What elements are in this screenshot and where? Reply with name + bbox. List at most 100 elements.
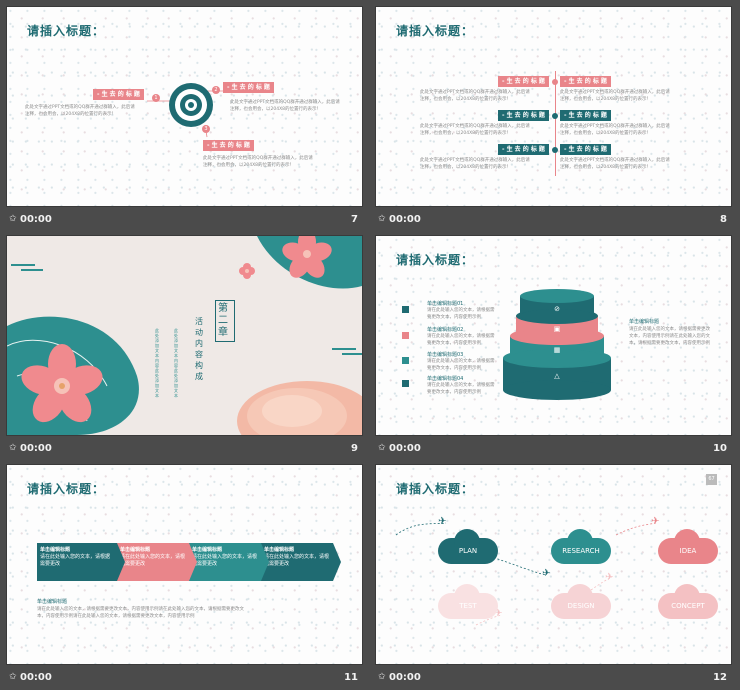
legend-square <box>402 380 409 387</box>
slide-number: 12 <box>713 672 727 683</box>
slide-thumbnail-8[interactable]: 请插入标题： - 生 去 的 标 题 - 生 去 的 标 题 - 生 去 的 标… <box>376 7 731 232</box>
slide-number: 8 <box>720 214 727 225</box>
timeline-dot <box>552 113 558 119</box>
tag-label: - 生 去 的 标 题 <box>498 144 549 155</box>
slide-title: 请插入标题： <box>27 482 106 496</box>
slide-timing: 00:00 <box>20 672 52 683</box>
slide-status-bar: ✩ 00:00 9 <box>7 435 362 461</box>
stacked-cylinder: ⊘ ▣ ▦ △ <box>503 289 611 400</box>
right-text: 请在此处输入您的文本，请根据需要更改文本，内容使用示例请在此处输入您的文本，请根… <box>629 327 710 346</box>
process-step: 单击编辑标题 请在此处输入您的文本，请根据需要更改 <box>37 543 117 581</box>
item-label: 单击编辑标题04 <box>427 376 464 382</box>
side-text: 此处添加文本内容此处添加文本内容此处添加文本内容此处添加文本 <box>155 328 159 398</box>
item-text: 请在此处输入您的文本，请根据需要更改文本，内容使用示例 <box>427 359 495 371</box>
airplane-icon: ✈ <box>438 516 447 527</box>
cloud-plan: PLAN <box>438 529 498 564</box>
star-icon: ✩ <box>378 443 386 453</box>
slide-status-bar: ✩ 00:00 8 <box>376 206 731 232</box>
slide-number: 7 <box>351 214 358 225</box>
tag-label: - 生 去 的 标 题 <box>498 76 549 87</box>
slide-thumbnail-9[interactable]: 第二章 活动内容构成 此处添加文本内容此处添加文本内容此处添加文本内容此处添加文… <box>7 236 362 461</box>
step-label: 单击编辑标题 <box>40 547 71 553</box>
slide-thumbnail-10[interactable]: 请插入标题： 单击编辑标题01 请在此处输入您的文本，请根据需要更改文本，内容使… <box>376 236 731 461</box>
airplane-icon: ✈ <box>542 568 551 579</box>
slide-number: 11 <box>344 672 358 683</box>
slide-canvas: 请插入标题： 单击编辑标题 请在此处输入您的文本，请根据需要更改 单击编辑标题 … <box>7 465 362 664</box>
slide-title: 请插入标题： <box>396 24 475 38</box>
slide-canvas: 请插入标题： - 生 去 的 标 题 - 生 去 的 标 题 - 生 去 的 标… <box>7 7 362 206</box>
bottom-text: 请在此处输入您的文本，请根据需要更改文本，内容使用示例请在此处输入您的文本，请根… <box>37 607 244 619</box>
slide-thumbnail-11[interactable]: 请插入标题： 单击编辑标题 请在此处输入您的文本，请根据需要更改 单击编辑标题 … <box>7 465 362 690</box>
legend-square <box>402 357 409 364</box>
tag-label: - 生 去 的 标 题 <box>560 110 611 121</box>
side-text: 此处添加文本内容此处添加文本内容此处添加文本内容此处添加文本 <box>174 328 178 398</box>
tag-label: - 生 去 的 标 题 <box>498 110 549 121</box>
star-icon: ✩ <box>378 672 386 682</box>
badge: 1 <box>152 94 160 102</box>
slide-status-bar: ✩ 00:00 7 <box>7 206 362 232</box>
step-text: 请在此处输入您的文本，请根据需要更改 <box>120 554 186 567</box>
body-text: 此处文字通过PPT文档或的QQ群开通过群输入，此后请注释，也会用会，以204X8… <box>420 90 530 102</box>
legend-square <box>402 332 409 339</box>
item-label: 单击编辑标题01 <box>427 301 464 307</box>
body-text: 此处文字通过PPT文档或的QQ群开通过群输入，此后请注释，也会用会，以204X8… <box>25 105 135 117</box>
slide-timing: 00:00 <box>389 443 421 454</box>
timeline-line <box>555 71 556 176</box>
cloud-design: DESIGN <box>551 584 611 619</box>
slide-timing: 00:00 <box>389 214 421 225</box>
tag-label: - 生 去 的 标 题 <box>223 82 274 93</box>
corner-badge: 67 <box>706 474 717 485</box>
tag-label: - 生 去 的 标 题 <box>560 144 611 155</box>
slide-canvas: 第二章 活动内容构成 此处添加文本内容此处添加文本内容此处添加文本内容此处添加文… <box>7 236 362 435</box>
step-text: 请在此处输入您的文本，请根据需要更改 <box>264 554 330 567</box>
step-text: 请在此处输入您的文本，请根据需要更改 <box>192 554 258 567</box>
right-label: 单击编辑标题 <box>629 319 660 325</box>
slide-timing: 00:00 <box>389 672 421 683</box>
step-label: 单击编辑标题 <box>264 547 295 553</box>
badge: 2 <box>212 86 220 94</box>
svg-text:▦: ▦ <box>554 346 561 354</box>
star-icon: ✩ <box>378 214 386 224</box>
timeline-dot <box>552 79 558 85</box>
target-icon <box>147 83 227 138</box>
slide-title: 请插入标题： <box>396 253 475 267</box>
body-text: 此处文字通过PPT文档或的QQ群开通过群输入，此后请注释，也会用会，以204X8… <box>420 124 530 136</box>
airplane-icon: ✈ <box>494 608 503 619</box>
tag-label: - 生 去 的 标 题 <box>560 76 611 87</box>
slide-canvas: 请插入标题： 67 ✈ ✈ ✈ ✈ ✈ PLAN RESEARCH IDEA T… <box>376 465 731 664</box>
cloud-test: TEST <box>438 584 498 619</box>
step-label: 单击编辑标题 <box>192 547 223 553</box>
process-step: 单击编辑标题 请在此处输入您的文本，请根据需要更改 <box>117 543 189 581</box>
slide-number: 10 <box>713 443 727 454</box>
slide-thumbnail-12[interactable]: 请插入标题： 67 ✈ ✈ ✈ ✈ ✈ PLAN RESEARCH IDEA T… <box>376 465 731 690</box>
slide-status-bar: ✩ 00:00 10 <box>376 435 731 461</box>
star-icon: ✩ <box>9 443 17 453</box>
slide-thumbnail-7[interactable]: 请插入标题： - 生 去 的 标 题 - 生 去 的 标 题 - 生 去 的 标… <box>7 7 362 232</box>
slide-status-bar: ✩ 00:00 12 <box>376 664 731 690</box>
body-text: 此处文字通过PPT文档或的QQ群开通过群输入，此后请注释，也会用会，以204X8… <box>203 156 313 168</box>
svg-text:▣: ▣ <box>554 325 561 333</box>
airplane-icon: ✈ <box>605 572 614 583</box>
body-text: 此处文字通过PPT文档或的QQ群开通过群输入，此后请注释，也会用会，以204X8… <box>560 124 670 136</box>
bottom-label: 单击编辑标题 <box>37 599 68 605</box>
tag-label: - 生 去 的 标 题 <box>203 140 254 151</box>
svg-text:⊘: ⊘ <box>554 305 560 313</box>
slide-timing: 00:00 <box>20 443 52 454</box>
item-text: 请在此处输入您的文本，请根据需要更改文本，内容使用示例 <box>427 308 495 320</box>
item-text: 请在此处输入您的文本，请根据需要更改文本，内容使用示例 <box>427 383 495 395</box>
item-label: 单击编辑标题03 <box>427 352 464 358</box>
legend-square <box>402 306 409 313</box>
slide-timing: 00:00 <box>20 214 52 225</box>
airplane-icon: ✈ <box>651 516 660 527</box>
process-step: 单击编辑标题 请在此处输入您的文本，请根据需要更改 <box>189 543 261 581</box>
step-label: 单击编辑标题 <box>120 547 151 553</box>
timeline-dot <box>552 147 558 153</box>
item-label: 单击编辑标题02 <box>427 327 464 333</box>
slide-canvas: 请插入标题： - 生 去 的 标 题 - 生 去 的 标 题 - 生 去 的 标… <box>376 7 731 206</box>
step-text: 请在此处输入您的文本，请根据需要更改 <box>40 554 111 567</box>
badge: 3 <box>202 125 210 133</box>
cloud-concept: CONCEPT <box>658 584 718 619</box>
body-text: 此处文字通过PPT文档或的QQ群开通过群输入，此后请注释，也会用会，以204X8… <box>230 100 340 112</box>
tag-label: - 生 去 的 标 题 <box>93 89 144 100</box>
svg-text:△: △ <box>554 372 560 380</box>
